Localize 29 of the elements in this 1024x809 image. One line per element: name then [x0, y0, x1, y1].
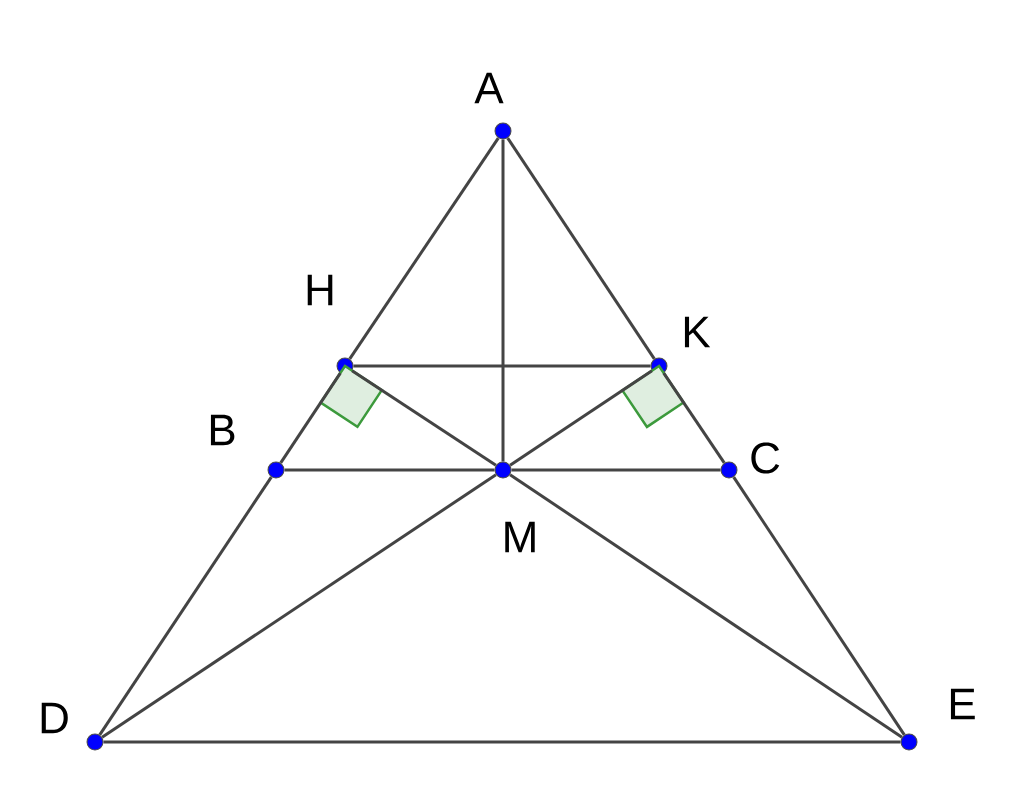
point: B	[210, 414, 285, 479]
line-segment	[101, 473, 497, 739]
node-label: D	[41, 702, 68, 734]
line-segment	[509, 369, 653, 467]
node-label: A	[474, 72, 504, 104]
point: E	[900, 688, 975, 751]
point: C	[720, 442, 780, 479]
node-label: C	[751, 442, 780, 474]
line-segment	[279, 372, 342, 464]
line-segment	[351, 369, 497, 467]
node-label: E	[950, 688, 975, 720]
line-segment	[662, 372, 726, 464]
line-segment	[353, 364, 651, 368]
node-label: K	[684, 316, 711, 348]
line-segment	[501, 139, 505, 462]
node-label: M	[505, 521, 535, 553]
line-segment	[103, 740, 901, 744]
point: M	[494, 461, 535, 553]
line-segment	[511, 468, 721, 472]
line-segment	[509, 473, 903, 739]
node-label: B	[210, 414, 235, 446]
line-segment	[506, 137, 656, 360]
line-segment	[284, 468, 495, 472]
line-segment	[732, 476, 906, 736]
line-segment	[348, 137, 500, 360]
line-segment	[98, 476, 273, 736]
point: A	[474, 72, 512, 140]
point: D	[41, 702, 104, 751]
node-label: H	[307, 274, 333, 306]
